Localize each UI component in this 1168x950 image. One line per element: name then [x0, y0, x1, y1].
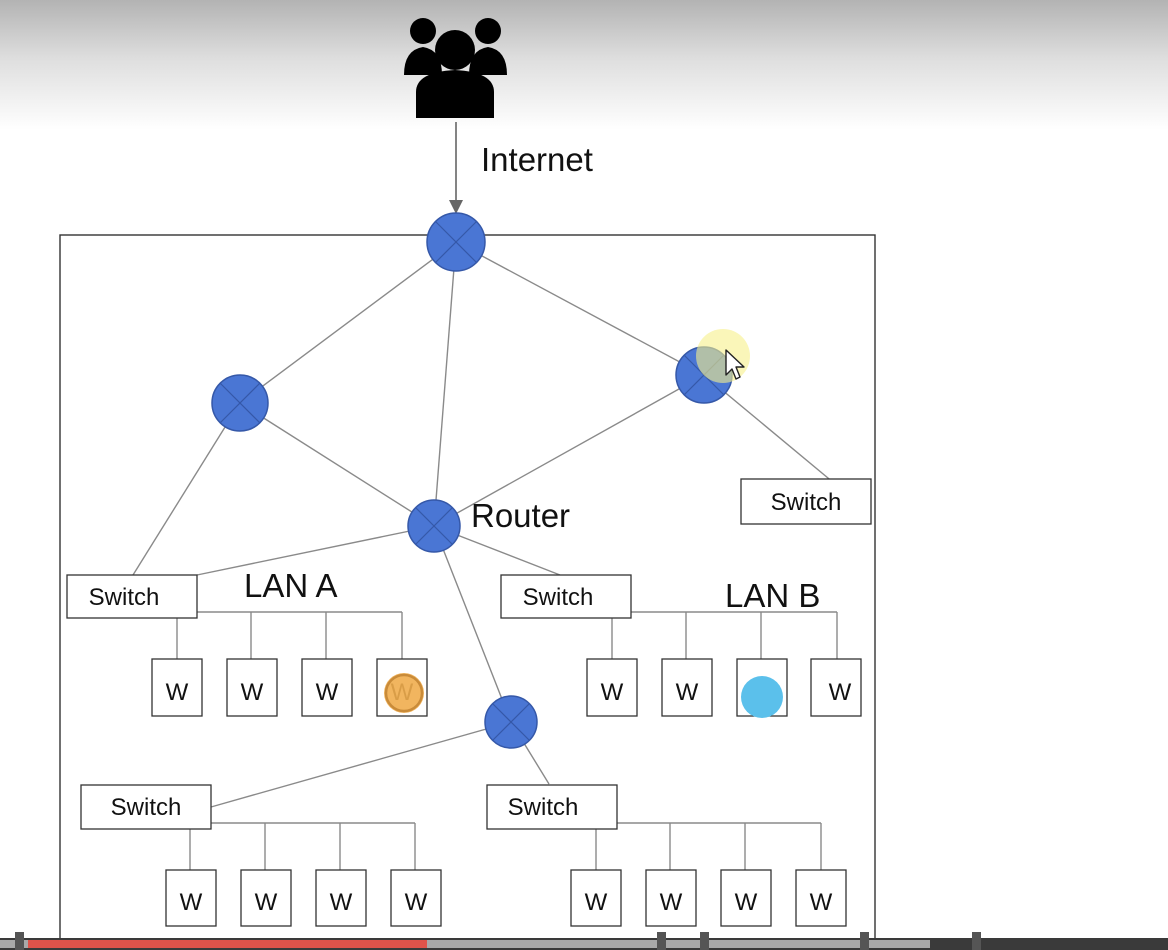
workstation: W: [226, 658, 278, 717]
switch-lan-a: Switch: [66, 574, 198, 619]
svg-text:W: W: [660, 889, 683, 916]
workstation: W: [390, 869, 442, 927]
router-label: Router: [471, 497, 570, 534]
svg-text:W: W: [241, 679, 264, 706]
bus-lines: [176, 611, 838, 870]
workstation: W: [810, 658, 862, 717]
switch-bottom-left: Switch: [80, 784, 212, 830]
workstation: W: [165, 869, 217, 927]
svg-text:Switch: Switch: [771, 489, 842, 516]
svg-text:W: W: [585, 889, 608, 916]
chapter-marker: [700, 932, 709, 950]
progress-played: [28, 940, 427, 948]
svg-text:W: W: [330, 889, 353, 916]
svg-text:Switch: Switch: [111, 794, 182, 821]
lan-b-label: LAN B: [725, 577, 820, 614]
workstation: W: [240, 869, 292, 927]
internet-label: Internet: [481, 141, 593, 178]
workstation: W: [661, 658, 713, 717]
switch-right: Switch: [740, 478, 872, 525]
lan-a-label: LAN A: [244, 567, 338, 604]
mouse-cursor-icon: [725, 349, 745, 380]
workstation: W: [645, 869, 697, 927]
workstation: W: [586, 658, 638, 717]
svg-text:W: W: [180, 889, 203, 916]
svg-text:W: W: [255, 889, 278, 916]
chapter-marker: [657, 932, 666, 950]
cursor-highlight: [696, 329, 750, 383]
workstation: W: [795, 869, 847, 927]
cyan-marker-dot: [741, 676, 783, 718]
svg-text:W: W: [676, 679, 699, 706]
workstation: W: [720, 869, 772, 927]
connection-lines: [132, 241, 841, 808]
svg-text:W: W: [405, 889, 428, 916]
router-node-bottom: [484, 695, 538, 749]
workstation: W: [151, 658, 203, 717]
workstation: W: [570, 869, 622, 927]
switch-lan-b: Switch: [500, 574, 632, 619]
router-node-left: [211, 374, 269, 432]
chapter-marker: [972, 932, 981, 950]
svg-text:W: W: [601, 679, 624, 706]
top-gradient: [0, 0, 1168, 130]
svg-text:W: W: [810, 889, 833, 916]
workstation: W: [315, 869, 367, 927]
workstation: W: [301, 658, 353, 717]
svg-text:Switch: Switch: [508, 794, 579, 821]
svg-text:W: W: [735, 889, 758, 916]
svg-text:Switch: Switch: [523, 584, 594, 611]
users-group-icon: [404, 18, 507, 118]
progress-buffered: [0, 940, 930, 948]
svg-text:Switch: Switch: [89, 584, 160, 611]
router-node-top: [426, 212, 486, 272]
svg-text:W: W: [829, 679, 852, 706]
svg-text:W: W: [316, 679, 339, 706]
video-progress-bar[interactable]: [0, 932, 1168, 950]
internet-arrow: [449, 122, 463, 214]
router-node-center: [407, 499, 461, 553]
switch-bottom-right: Switch: [486, 784, 618, 830]
orange-marker-dot: [384, 673, 424, 713]
progress-handle[interactable]: [15, 932, 24, 950]
chapter-marker: [860, 932, 869, 950]
svg-text:W: W: [166, 679, 189, 706]
